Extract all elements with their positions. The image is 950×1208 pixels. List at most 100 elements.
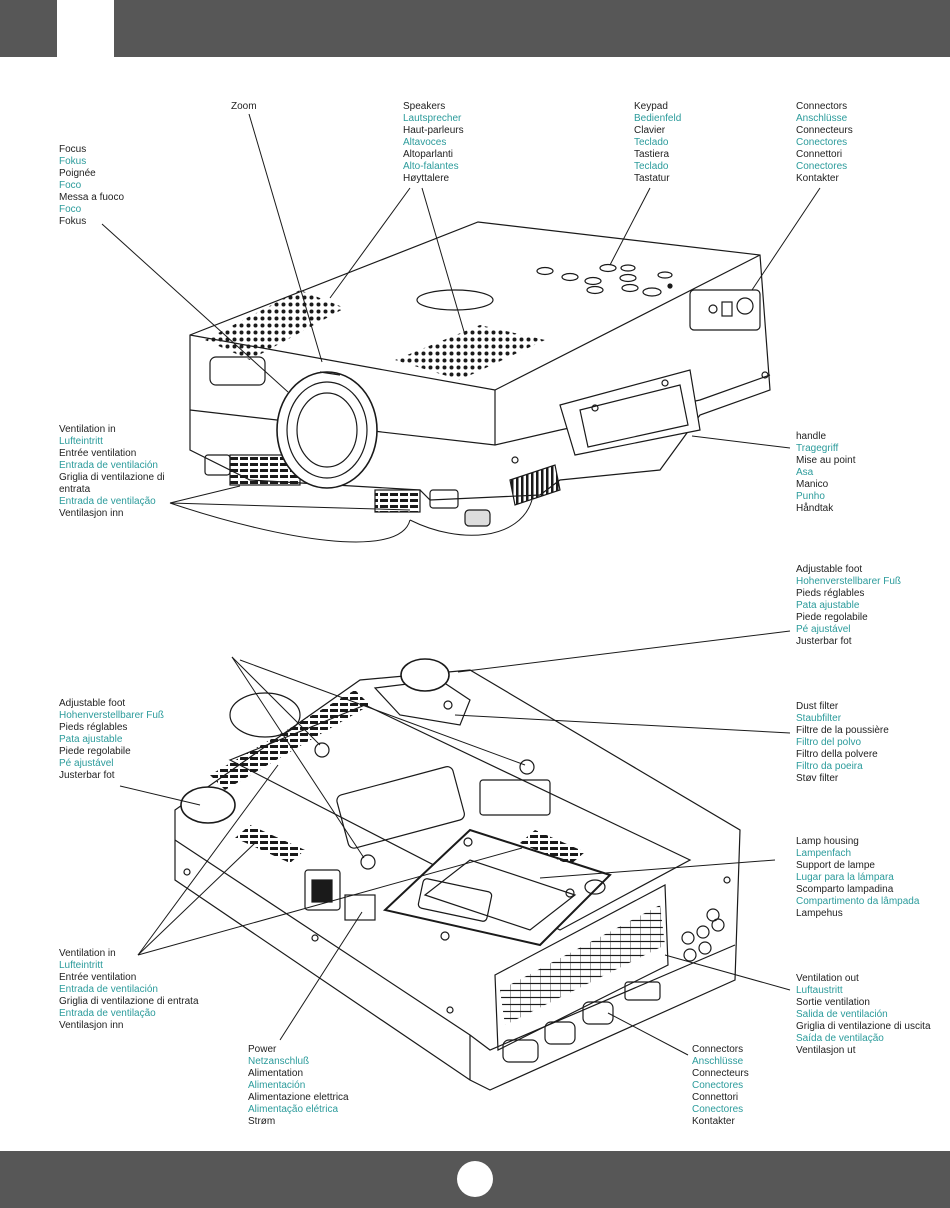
label-line: Entrée ventilation — [59, 448, 137, 459]
label-line: Poignée — [59, 168, 96, 179]
label-line: Hohenverstellbarer Fuß — [796, 576, 902, 587]
label-line: Pata ajustable — [796, 600, 860, 611]
label-line: Conectores — [692, 1080, 744, 1091]
label-line: Anschlüsse — [796, 113, 848, 124]
label-line: Teclado — [634, 161, 669, 172]
label-line: Lampenfach — [796, 848, 852, 859]
label-line: Power — [248, 1044, 277, 1055]
label-line: Anschlüsse — [692, 1056, 744, 1067]
label-dust-filter: Dust filter Staubfilter Filtre de la pou… — [796, 701, 889, 785]
label-line: Entrada de ventilación — [59, 460, 158, 471]
label-line: Adjustable foot — [59, 698, 126, 709]
label-line: Conectores — [692, 1104, 744, 1115]
page-tab — [57, 0, 114, 57]
label-line: Adjustable foot — [796, 564, 863, 575]
label-line: Pata ajustable — [59, 734, 123, 745]
label-line: Strøm — [248, 1116, 276, 1127]
label-line: Lautsprecher — [403, 113, 462, 124]
label-line: Filtro della polvere — [796, 749, 878, 760]
label-line: Focus — [59, 144, 87, 155]
label-line: Alimentación — [248, 1080, 306, 1091]
label-line: Ventilasjon ut — [796, 1045, 856, 1056]
label-line: Alimentação elétrica — [248, 1104, 339, 1115]
label-line: Tastatur — [634, 173, 670, 184]
label-line: Lamp housing — [796, 836, 859, 847]
label-line: Conectores — [796, 161, 848, 172]
label-line: Filtro del polvo — [796, 737, 862, 748]
label-line: Pieds réglables — [59, 722, 128, 733]
label-line: Mise au point — [796, 455, 856, 466]
label-ventilation-in-top: Ventilation in Lufteintritt Entrée venti… — [59, 424, 165, 520]
label-line: Ventilation in — [59, 948, 116, 959]
label-line: Bedienfeld — [634, 113, 682, 124]
projector-top-view — [189, 221, 771, 527]
header-bar — [0, 0, 950, 57]
label-line: Alimentation — [248, 1068, 304, 1079]
label-line: Conectores — [796, 137, 848, 148]
vent-bottom-left — [210, 690, 370, 790]
label-line: Lampehus — [796, 908, 843, 919]
label-line: Scomparto lampadina — [796, 884, 894, 895]
label-line: Keypad — [634, 101, 668, 112]
label-line: Ventilasjon inn — [59, 508, 124, 519]
label-line: Piede regolabile — [796, 612, 868, 623]
label-line: Support de lampe — [796, 860, 875, 871]
label-line: Entrada de ventilação — [59, 1008, 156, 1019]
label-line: Compartimento da lâmpada — [796, 896, 920, 907]
label-line: Høyttalere — [403, 173, 450, 184]
label-line: Connectors — [796, 101, 848, 112]
label-line: Lugar para la lámpara — [796, 872, 894, 883]
label-line: Fokus — [59, 156, 87, 167]
label-line: Håndtak — [796, 503, 834, 514]
label-connectors-top: Connectors Anschlüsse Connecteurs Conect… — [796, 101, 853, 185]
footer-bar — [0, 1151, 950, 1208]
label-line: Netzanschluß — [248, 1056, 310, 1067]
label-line: Connettori — [796, 149, 843, 160]
label-focus: Focus Fokus Poignée Foco Messa a fuoco F… — [59, 144, 124, 228]
keypad-buttons — [536, 263, 673, 297]
label-line: Connettori — [692, 1092, 739, 1103]
label-line: Luftaustritt — [796, 985, 843, 996]
label-line: Staubfilter — [796, 713, 842, 724]
label-line: Speakers — [403, 101, 446, 112]
label-keypad: Keypad Bedienfeld Clavier Teclado Tastie… — [634, 101, 681, 185]
label-line: Asa — [796, 467, 814, 478]
label-line: Griglia di ventilazione di entrata — [59, 996, 199, 1007]
label-line: Alto-falantes — [403, 161, 459, 172]
label-line: Griglia di ventilazione di — [59, 472, 165, 483]
label-line: Dust filter — [796, 701, 839, 712]
vent-out-grill — [500, 905, 665, 1025]
label-line: Lufteintritt — [59, 960, 103, 971]
label-line: Zoom — [231, 101, 257, 112]
label-line: Connectors — [692, 1044, 744, 1055]
label-line: Ventilation in — [59, 424, 116, 435]
label-line: Tastiera — [634, 149, 670, 160]
label-line: Filtro da poeira — [796, 761, 863, 772]
label-line: Griglia di ventilazione di uscita — [796, 1021, 931, 1032]
label-power: Power Netzanschluß Alimentation Alimenta… — [248, 1044, 349, 1128]
label-zoom: Zoom — [231, 101, 257, 113]
label-line: Ventilasjon inn — [59, 1020, 124, 1031]
speaker-grill-left — [205, 290, 345, 360]
label-handle: handle Tragegriff Mise au point Asa Mani… — [796, 431, 855, 515]
page-number-badge — [457, 1161, 493, 1197]
leader-lines-bottom — [119, 630, 791, 1056]
label-line: Entrada de ventilación — [59, 984, 158, 995]
label-line: Altoparlanti — [403, 149, 454, 160]
label-line: Foco — [59, 204, 82, 215]
label-adjustable-foot-right: Adjustable foot Hohenverstellbarer Fuß P… — [796, 564, 901, 648]
label-line: Teclado — [634, 137, 669, 148]
label-line: Fokus — [59, 216, 87, 227]
vent-bottom-mid — [235, 825, 305, 863]
leader-lines-top — [101, 113, 821, 543]
label-line: Entrée ventilation — [59, 972, 137, 983]
label-line: Connecteurs — [692, 1068, 749, 1079]
label-line: Ventilation out — [796, 973, 859, 984]
label-line: handle — [796, 431, 827, 442]
label-line: Piede regolabile — [59, 746, 131, 757]
label-line: Justerbar fot — [59, 770, 115, 781]
label-line: Altavoces — [403, 137, 447, 148]
label-line: Haut-parleurs — [403, 125, 464, 136]
speaker-grill-right — [395, 325, 545, 380]
label-line: Pé ajustável — [59, 758, 114, 769]
